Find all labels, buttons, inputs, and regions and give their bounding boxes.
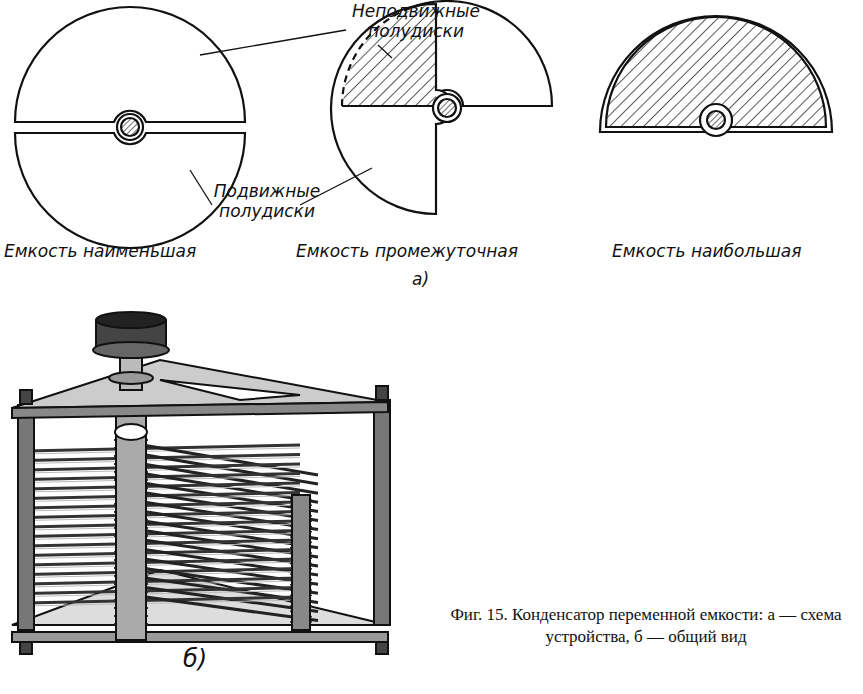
part-label: Емкость наибольшая [612,242,860,262]
capacitor-general-view [12,312,390,654]
figure-caption: Фиг. 15. Конденсатор переменной емкости:… [436,604,856,648]
part-label: Подвижные полудиски [212,182,322,221]
panel-letter: б) [183,646,233,674]
panel-letter: а) [412,270,452,290]
fixed-half-disc [15,7,245,122]
fixed-half-disc [342,1,552,106]
movable-half-disc [15,133,245,248]
movable-half-disc [600,16,832,132]
leader-line [190,30,392,205]
part-label: Неподвижные полудиски [346,2,486,41]
part-label: Емкость промежуточная [296,242,596,262]
part-label: Емкость наименьшая [4,242,264,262]
